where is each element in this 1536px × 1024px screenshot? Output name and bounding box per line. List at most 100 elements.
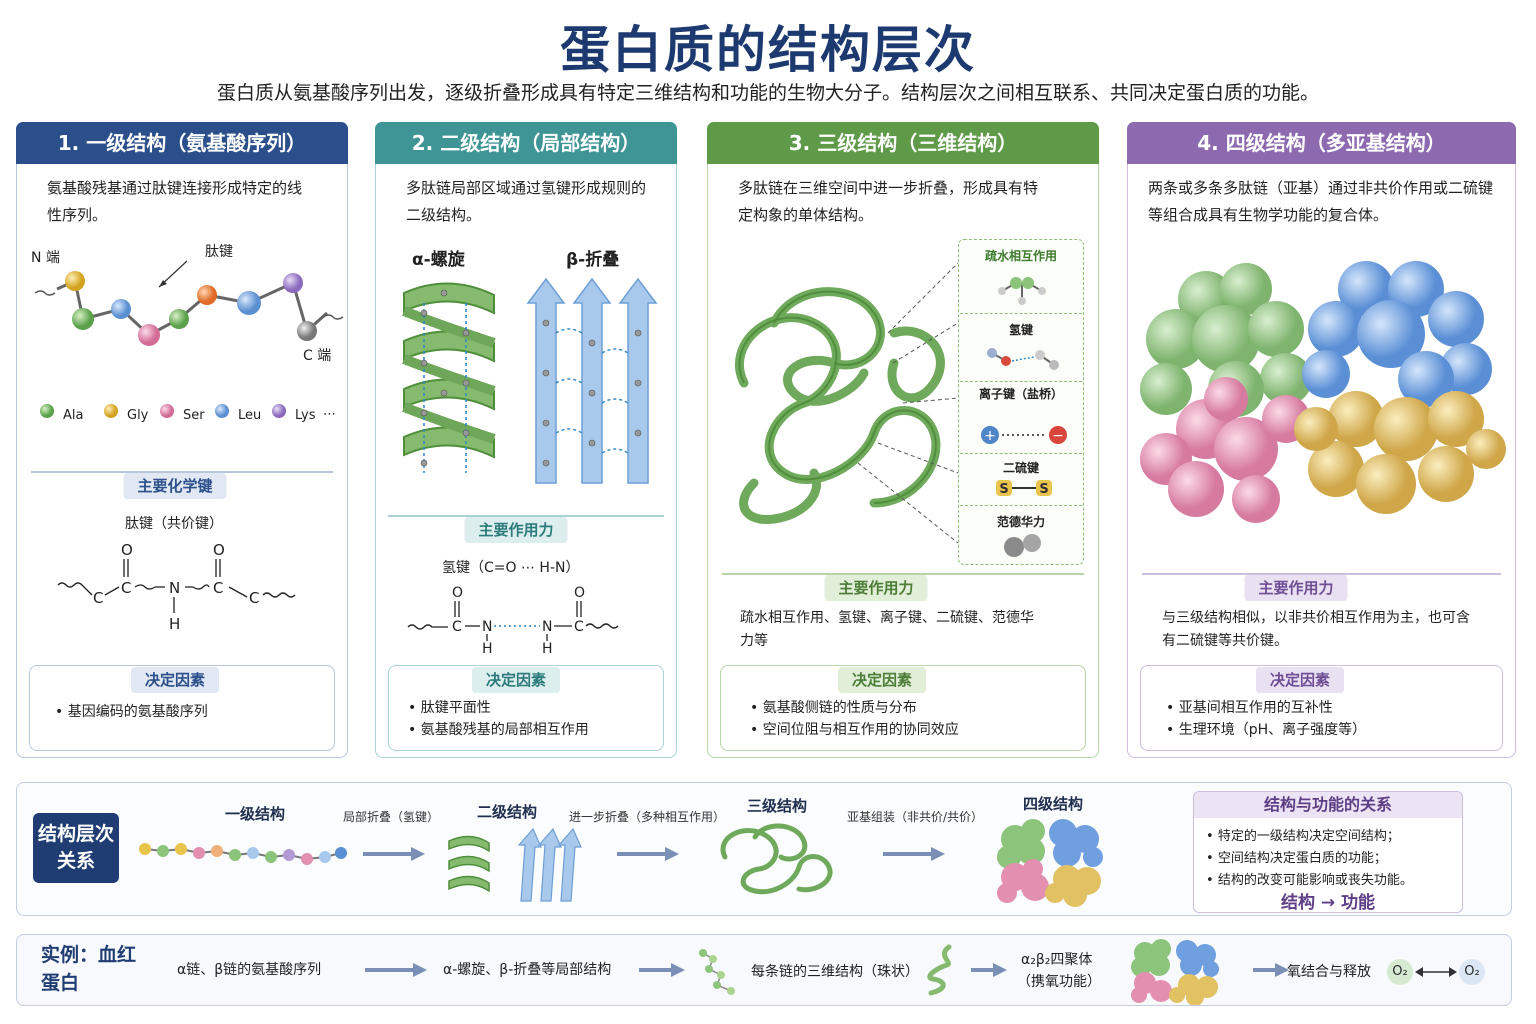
flow-tertiary-icon	[720, 823, 833, 895]
factor-list: 肽键平面性 氨基酸残基的局部相互作用	[408, 697, 589, 741]
force-text: 氢键（C=O ⋯ H-N）	[442, 560, 580, 576]
flow-tag-text: 结构层次关系	[37, 823, 114, 872]
svg-text:C: C	[574, 619, 584, 635]
force-title: 主要作用力	[1244, 575, 1348, 601]
structure-flow-section: 结构层次关系 一级结构 局部折叠（氢键） 二级结构 进一步折叠（多种相互作用） …	[16, 782, 1512, 916]
example-secondary: α-螺旋、β-折叠等局部结构	[443, 962, 612, 978]
example-tertiary: 每条链的三维结构（珠状）	[751, 964, 919, 980]
relation-summary: 结构 → 功能	[1280, 893, 1376, 913]
panel-description: 多肽链在三维空间中进一步折叠，形成具有特定构象的单体结构。	[738, 179, 1039, 224]
peptide-bond-formula: O O C N C C C H	[57, 541, 296, 633]
panel-tertiary-structure: 3. 三级结构（三维结构） 多肽链在三维空间中进一步折叠，形成具有特定构象的单体…	[707, 122, 1099, 758]
relation-title: 结构与功能的关系	[1194, 792, 1462, 818]
divider	[960, 313, 1082, 315]
arrow-icon	[639, 963, 685, 977]
legend-leu: Leu	[238, 408, 262, 423]
divider	[960, 453, 1082, 455]
svg-text:C: C	[452, 619, 462, 635]
legend-ser: Ser	[183, 408, 205, 423]
factor-item: 亚基间相互作用的互补性	[1166, 697, 1366, 719]
legend-more: ⋯	[323, 407, 336, 422]
divider	[722, 573, 1084, 575]
legend-ala: Ala	[63, 408, 84, 423]
flow-stage-quaternary: 四级结构	[1022, 795, 1084, 813]
bond-title: 主要化学键	[123, 473, 227, 499]
page-title: 蛋白质的结构层次	[560, 21, 976, 79]
svg-text:C: C	[249, 589, 259, 607]
svg-text:N: N	[169, 579, 180, 597]
legend-lys: Lys	[295, 408, 316, 423]
divider	[31, 471, 333, 473]
factor-item: 氨基酸侧链的性质与分布	[750, 697, 959, 719]
divider	[960, 381, 1082, 383]
example-tetramer-icon	[1131, 939, 1219, 1005]
svg-text:N: N	[482, 619, 492, 635]
factor-item: 肽键平面性	[408, 697, 589, 719]
divider	[388, 515, 664, 517]
panel-heading: 3. 三级结构（三维结构）	[707, 122, 1099, 164]
factor-item: 基因编码的氨基酸序列	[55, 701, 208, 723]
salt-bridge-icon: + −	[981, 426, 1067, 444]
factor-item: 生理环境（pH、离子强度等）	[1166, 719, 1366, 741]
disulfide-icon: S S	[996, 480, 1052, 497]
panel-description: 氨基酸残基通过肽键连接形成特定的线性序列。	[47, 179, 303, 224]
panel-heading: 1. 一级结构（氨基酸序列）	[16, 122, 348, 164]
n-terminus-label: N 端	[31, 250, 60, 266]
svg-text:C: C	[121, 579, 131, 597]
interaction-vdw: 范德华力	[996, 515, 1045, 529]
example-quaternary: α₂β₂四聚体	[1021, 952, 1093, 968]
svg-text:C: C	[93, 589, 103, 607]
interaction-hydrophobic: 疏水相互作用	[984, 249, 1057, 263]
factor-list: 亚基间相互作用的互补性 生理环境（pH、离子强度等）	[1166, 697, 1366, 741]
factor-title: 决定因素	[471, 667, 561, 693]
relation-item: 空间结构决定蛋白质的功能；	[1206, 848, 1413, 870]
flow-step-2-text: 进一步折叠（多种相互作用）	[568, 810, 726, 824]
tertiary-fold-illustration	[734, 287, 945, 524]
interaction-hbond: 氢键	[1008, 323, 1033, 337]
divider	[1142, 573, 1501, 575]
factor-title: 决定因素	[130, 667, 220, 693]
factor-item: 氨基酸残基的局部相互作用	[408, 719, 589, 741]
factor-item: 空间位阻与相互作用的协同效应	[750, 719, 959, 741]
flow-quaternary-icon	[997, 819, 1103, 907]
relation-item: 特定的一级结构决定空间结构；	[1206, 826, 1413, 848]
panel-description: 两条或多条多肽链（亚基）通过非共价作用或二硫键等组合成具有生物学功能的复合体。	[1148, 179, 1494, 224]
flow-step-2: 进一步折叠（多种相互作用）	[569, 809, 725, 826]
arrow-icon	[365, 963, 427, 977]
force-title: 主要作用力	[464, 517, 568, 543]
svg-text:O: O	[213, 541, 225, 559]
svg-text:N: N	[542, 619, 552, 635]
flow-step-3: 亚基组装（非共价/共价）	[847, 809, 983, 826]
force-text: 疏水相互作用、氢键、离子键、二硫键、范德华力等	[740, 610, 1034, 649]
page-subtitle: 蛋白质从氨基酸序列出发，逐级折叠形成具有特定三维结构和功能的生物大分子。结构层次…	[216, 82, 1319, 104]
example-oxygen-binding: 氧结合与释放	[1287, 964, 1371, 980]
arrow-icon	[363, 847, 425, 861]
alpha-helix-label: α-螺旋	[412, 250, 465, 270]
panel-description: 多肽链局部区域通过氢键形成规则的二级结构。	[406, 179, 647, 224]
flow-stage-primary: 一级结构	[224, 805, 286, 823]
example-chain-icon	[699, 949, 735, 995]
hydrophobic-icon	[998, 277, 1046, 305]
svg-text:H: H	[542, 641, 553, 657]
alpha-helix-illustration	[402, 282, 496, 473]
flow-step-1-text: 局部折叠（氢键）	[342, 810, 440, 824]
flow-stage-tertiary: 三级结构	[746, 797, 808, 815]
svg-text:C: C	[213, 579, 223, 597]
flow-step-3-text: 亚基组装（非共价/共价）	[846, 810, 984, 824]
interaction-ionic: 离子键（盐桥）	[978, 387, 1063, 401]
factor-title: 决定因素	[1255, 667, 1345, 693]
quaternary-complex-illustration	[1140, 261, 1506, 523]
flow-step-1: 局部折叠（氢键）	[343, 809, 439, 826]
arrow-icon	[971, 963, 1007, 977]
connector-lines	[857, 262, 959, 544]
svg-text:+: +	[984, 428, 996, 444]
force-text: 与三级结构相似，以非共价相互作用为主，也可含有二硫键等共价键。	[1162, 610, 1470, 649]
bond-text: 肽键（共价键）	[125, 516, 223, 532]
amino-acid-chain-illustration	[34, 260, 344, 418]
hbond-icon	[987, 348, 1059, 370]
beta-sheet-label: β-折叠	[566, 250, 620, 270]
factor-list: 基因编码的氨基酸序列	[55, 701, 208, 723]
example-function: （携氧功能）	[1017, 974, 1101, 990]
relation-list: 特定的一级结构决定空间结构； 空间结构决定蛋白质的功能； 结构的改变可能影响或丧…	[1206, 826, 1413, 892]
